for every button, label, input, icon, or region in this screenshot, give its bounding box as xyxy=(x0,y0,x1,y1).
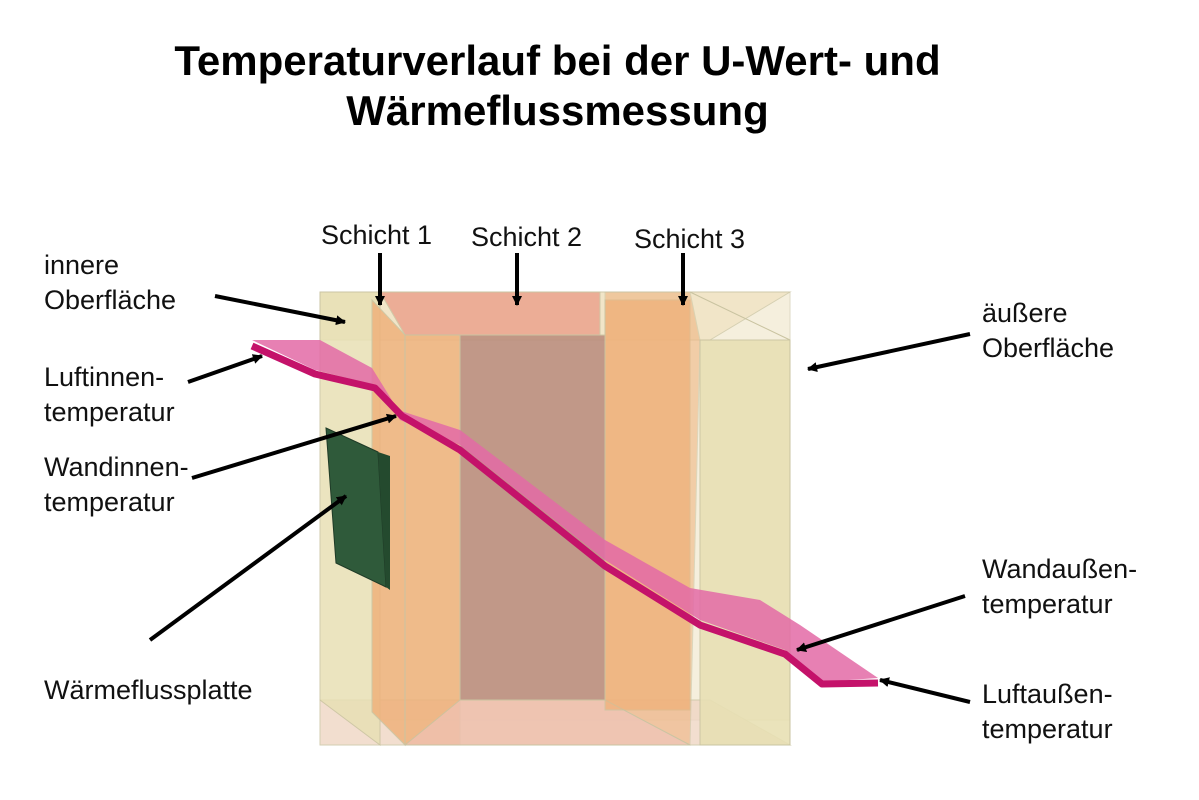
wall-outside-temp-label: Wandaußen- temperatur xyxy=(982,552,1137,622)
diagram-title: Temperaturverlauf bei der U-Wert- und Wä… xyxy=(0,36,1115,136)
arrow-wall-inside xyxy=(191,413,397,480)
layer-1-label: Schicht 1 xyxy=(321,220,433,250)
pointer-arrows xyxy=(148,253,971,704)
inner-surface-label-line-2: Oberfläche xyxy=(44,285,177,315)
arrow-air-outside xyxy=(879,677,971,704)
layer-2-label: Schicht 2 xyxy=(471,222,583,252)
layer-3-side xyxy=(604,291,701,746)
arrow-inner-surface xyxy=(214,294,346,326)
arrow-air-inside xyxy=(187,354,263,384)
title-line-2: Wärmeflussmessung xyxy=(346,87,769,134)
layer-2-top xyxy=(379,291,601,336)
outer-surface-layer xyxy=(699,339,791,746)
air-outside-temp-label: Luftaußen- temperatur xyxy=(982,677,1113,747)
temperature-band-edge xyxy=(250,342,879,688)
air-inside-temp-label-line-1: Luftinnen- xyxy=(44,362,165,392)
wall-inside-temp-label-line-2: temperatur xyxy=(44,487,175,517)
inner-surface-label: innere Oberfläche xyxy=(44,248,176,318)
wall-block xyxy=(319,291,792,747)
temperature-band xyxy=(250,340,879,688)
outer-surface-label-line-2: Oberfläche xyxy=(982,333,1115,363)
inner-surface-label-line-1: innere xyxy=(44,250,120,280)
title-line-1: Temperaturverlauf bei der U-Wert- und xyxy=(174,37,941,84)
outer-surface-label-line-1: äußere xyxy=(982,298,1068,328)
temperature-band-top xyxy=(252,340,878,682)
arrow-heat-flux-plate xyxy=(148,494,348,642)
layer-3-label: Schicht 3 xyxy=(634,224,746,254)
wall-inside-temp-label-line-1: Wandinnen- xyxy=(44,452,189,482)
wall-outside-temp-label-line-2: temperatur xyxy=(982,589,1113,619)
layer-2 xyxy=(459,334,606,701)
air-inside-temp-label-line-2: temperatur xyxy=(44,397,175,427)
air-inside-temp-label: Luftinnen- temperatur xyxy=(44,360,175,430)
heat-flux-plate-label: Wärmeflussplatte xyxy=(44,675,253,705)
edge-top-right xyxy=(689,291,791,341)
arrow-wall-outside xyxy=(796,594,966,653)
air-outside-temp-label-line-2: temperatur xyxy=(982,714,1113,744)
outer-surface-label: äußere Oberfläche xyxy=(982,296,1114,366)
air-outside-temp-label-line-1: Luftaußen- xyxy=(982,679,1113,709)
arrow-outer-surface xyxy=(807,332,971,372)
wall-inside-temp-label: Wandinnen- temperatur xyxy=(44,450,189,520)
layer-1-front xyxy=(404,334,461,746)
wall-outside-temp-label-line-1: Wandaußen- xyxy=(982,554,1138,584)
heat-flux-plate-edge xyxy=(378,452,390,590)
